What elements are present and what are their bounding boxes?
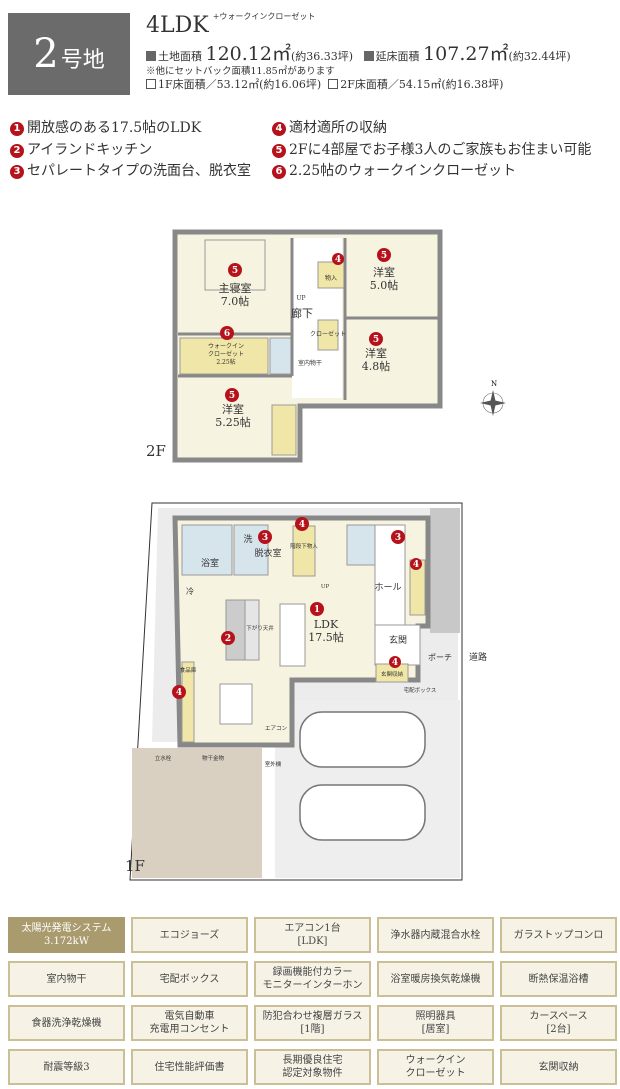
svg-text:LDK: LDK <box>314 618 339 631</box>
svg-text:エアコン: エアコン <box>265 725 288 732</box>
equipment-item: カースペース [2台] <box>500 1005 617 1041</box>
equipment-item: 電気自動車 充電用コンセント <box>131 1005 248 1041</box>
floor-tsubo: (約32.44坪) <box>508 49 571 63</box>
svg-text:ポーチ: ポーチ <box>428 653 452 662</box>
svg-text:4: 4 <box>413 560 419 570</box>
floor2-area: 2F床面積／54.15㎡(約16.38坪) <box>340 78 504 92</box>
equipment-item: 太陽光発電システム 3.172kW <box>8 917 125 953</box>
svg-text:N: N <box>491 380 497 388</box>
svg-text:室内物干: 室内物干 <box>298 359 322 367</box>
svg-text:食品庫: 食品庫 <box>180 666 197 674</box>
equipment-item: 食器洗浄乾燥機 <box>8 1005 125 1041</box>
equipment-item: 宅配ボックス <box>131 961 248 997</box>
svg-text:4: 4 <box>392 658 398 668</box>
svg-text:玄関: 玄関 <box>389 634 407 646</box>
land-label: 土地面積 <box>158 49 202 63</box>
svg-text:廊下: 廊下 <box>291 306 313 320</box>
equipment-item: エアコン1台 [LDK] <box>254 917 371 953</box>
svg-text:2: 2 <box>225 634 231 644</box>
svg-text:ウォークイン: ウォークイン <box>208 342 244 350</box>
lot-suffix: 号地 <box>60 48 105 73</box>
compass: N <box>480 380 506 416</box>
svg-text:17.5帖: 17.5帖 <box>308 631 344 644</box>
equipment-item: 照明器具 [居室] <box>377 1005 494 1041</box>
svg-text:3: 3 <box>395 533 401 543</box>
floor-label: 延床面積 <box>375 49 420 63</box>
svg-text:UP: UP <box>321 584 330 590</box>
floor-label-1f: 1F <box>125 857 145 875</box>
svg-text:7.0帖: 7.0帖 <box>221 295 250 308</box>
svg-text:物入: 物入 <box>325 274 337 282</box>
svg-text:浴室: 浴室 <box>201 557 219 569</box>
equipment-item: 長期優良住宅 認定対象物件 <box>254 1049 371 1085</box>
svg-text:主寝室: 主寝室 <box>219 281 252 295</box>
svg-text:5: 5 <box>229 391 235 401</box>
svg-text:5: 5 <box>373 335 379 345</box>
svg-text:3: 3 <box>262 533 268 543</box>
svg-text:5.0帖: 5.0帖 <box>370 279 399 292</box>
svg-text:6: 6 <box>224 329 230 339</box>
lot-number: 2 <box>33 31 59 77</box>
layout-note: +ウォークインクローゼット <box>212 12 316 21</box>
svg-text:宅配ボックス: 宅配ボックス <box>404 686 437 694</box>
svg-text:立水栓: 立水栓 <box>155 754 172 762</box>
svg-text:道路: 道路 <box>469 651 487 663</box>
layout-type: 4LDK <box>146 13 209 38</box>
land-tsubo: (約36.33坪) <box>290 49 354 63</box>
svg-text:クローゼット: クローゼット <box>208 350 244 358</box>
svg-text:5: 5 <box>381 251 387 261</box>
setback-note: ※他にセットバック面積11.85㎡があります <box>146 66 335 78</box>
svg-text:4.8帖: 4.8帖 <box>362 360 391 373</box>
svg-text:冷: 冷 <box>186 586 194 596</box>
svg-text:4: 4 <box>335 255 341 265</box>
floor1-area: 1F床面積／53.12㎡(約16.06坪) <box>158 78 322 92</box>
svg-text:洋室: 洋室 <box>365 346 387 360</box>
equipment-item: 室内物干 <box>8 961 125 997</box>
svg-text:脱衣室: 脱衣室 <box>254 547 281 559</box>
equipment-item: 耐震等級3 <box>8 1049 125 1085</box>
svg-text:5.25帖: 5.25帖 <box>215 416 251 429</box>
svg-text:1: 1 <box>314 605 320 615</box>
svg-text:4: 4 <box>299 520 305 530</box>
svg-text:洗: 洗 <box>243 533 252 545</box>
svg-text:下がり天井: 下がり天井 <box>246 624 274 632</box>
equipment-item: 防犯合わせ複層ガラス [1階] <box>254 1005 371 1041</box>
equipment-item: 浴室暖房換気乾燥機 <box>377 961 494 997</box>
land-area: 120.12㎡ <box>205 42 291 65</box>
svg-text:階段下物入: 階段下物入 <box>290 542 318 550</box>
equipment-item: 録画機能付カラー モニターインターホン <box>254 961 371 997</box>
svg-text:玄関収納: 玄関収納 <box>381 670 404 678</box>
svg-text:洋室: 洋室 <box>373 265 395 279</box>
svg-text:クローゼット: クローゼット <box>310 330 346 338</box>
svg-text:室外機: 室外機 <box>265 760 282 768</box>
floor-label-2f: 2F <box>146 442 166 460</box>
equipment-item: エコジョーズ <box>131 917 248 953</box>
equipment-item: 断熱保温浴槽 <box>500 961 617 997</box>
svg-text:5: 5 <box>232 266 238 276</box>
equipment-item: ウォークイン クローゼット <box>377 1049 494 1085</box>
equipment-item: 玄関収納 <box>500 1049 617 1085</box>
equipment-item: 浄水器内蔵混合水栓 <box>377 917 494 953</box>
svg-text:洋室: 洋室 <box>222 402 244 416</box>
svg-text:物干金物: 物干金物 <box>202 754 225 762</box>
floor-area: 107.27㎡ <box>423 42 509 65</box>
svg-text:4: 4 <box>176 688 182 698</box>
svg-text:ホール: ホール <box>374 582 401 593</box>
svg-text:UP: UP <box>296 295 305 302</box>
equipment-item: ガラストップコンロ <box>500 917 617 953</box>
svg-text:2.25帖: 2.25帖 <box>216 358 235 366</box>
equipment-item: 住宅性能評価書 <box>131 1049 248 1085</box>
summary: 4LDK+ウォークインクローゼット 土地面積 120.12㎡(約36.33坪) … <box>146 12 571 92</box>
